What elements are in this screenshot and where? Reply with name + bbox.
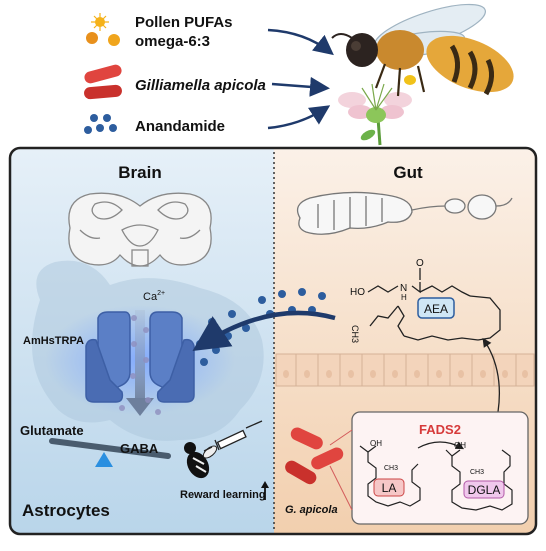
aea-label: AEA [424, 302, 448, 316]
arrow-up-icon [261, 481, 269, 500]
arrow-bacterium [271, 76, 330, 97]
aea-o: O [416, 258, 424, 269]
la-label: LA [382, 481, 397, 495]
fads2-label: FADS2 [419, 422, 461, 437]
calcium-label: Ca2+ [143, 290, 165, 303]
legend: Pollen PUFAs omega-6:3 Gilliamella apico… [84, 13, 334, 135]
aea-h: H [401, 293, 407, 302]
legend-anandamide: Anandamide [135, 118, 225, 135]
trpa-channel [45, 305, 235, 416]
aea-ho: HO [350, 287, 365, 298]
aea-structure [367, 268, 501, 341]
legend-pufa-line2: omega-6:3 [135, 33, 210, 50]
g-apicola-label: G. apicola [285, 504, 338, 516]
bee-reward-icon [184, 442, 218, 479]
glutamate-label: Glutamate [20, 423, 84, 438]
gut-title: Gut [393, 163, 423, 182]
gaba-label: GABA [120, 441, 159, 456]
aea-ch3: CH3 [350, 325, 360, 343]
reward-label: Reward learning [180, 489, 266, 501]
g-apicola-icon [285, 427, 344, 485]
dgla-structure [445, 449, 513, 511]
anandamide-dots-icon [84, 114, 117, 134]
fads2-box: FADS2 OH CH3 LA OH CH3 DGLA [329, 411, 529, 525]
la-oh: OH [370, 439, 382, 448]
arrow-aea-to-channel [192, 310, 336, 351]
astrocytes-label: Astrocytes [22, 501, 110, 520]
channel-label: AmHsTRPA [23, 335, 84, 347]
bee-brain-icon [68, 192, 212, 267]
seesaw-icon [49, 438, 171, 467]
bee-gut-icon [296, 191, 513, 235]
dgla-ch3: CH3 [470, 469, 484, 476]
aea-badge [417, 297, 455, 319]
panel-border [8, 146, 538, 536]
fads2-arrow [417, 441, 465, 450]
bee-illustration [331, 3, 514, 146]
brain-side: Brain Ca2+ [20, 163, 336, 520]
gut-side: Gut HO N H O CH3 AEA [275, 163, 535, 525]
gut-epithelium [275, 353, 535, 387]
arrow-pufa [267, 28, 334, 56]
arrow-anandamide [267, 105, 331, 130]
legend-pufa-line1: Pollen PUFAs [135, 14, 233, 31]
la-structure [359, 445, 421, 507]
la-ch3: CH3 [384, 465, 398, 472]
bacteria-icon [84, 64, 122, 100]
legend-bacterium: Gilliamella apicola [135, 77, 266, 94]
dgla-label: DGLA [468, 483, 501, 497]
syringe-icon [203, 420, 263, 452]
flower-icon [338, 83, 412, 146]
dgla-oh: OH [454, 441, 466, 450]
pollen-icon [86, 13, 120, 46]
arrow-fads2-to-aea [482, 337, 501, 413]
aea-n: N [400, 283, 407, 294]
brain-title: Brain [118, 163, 161, 182]
